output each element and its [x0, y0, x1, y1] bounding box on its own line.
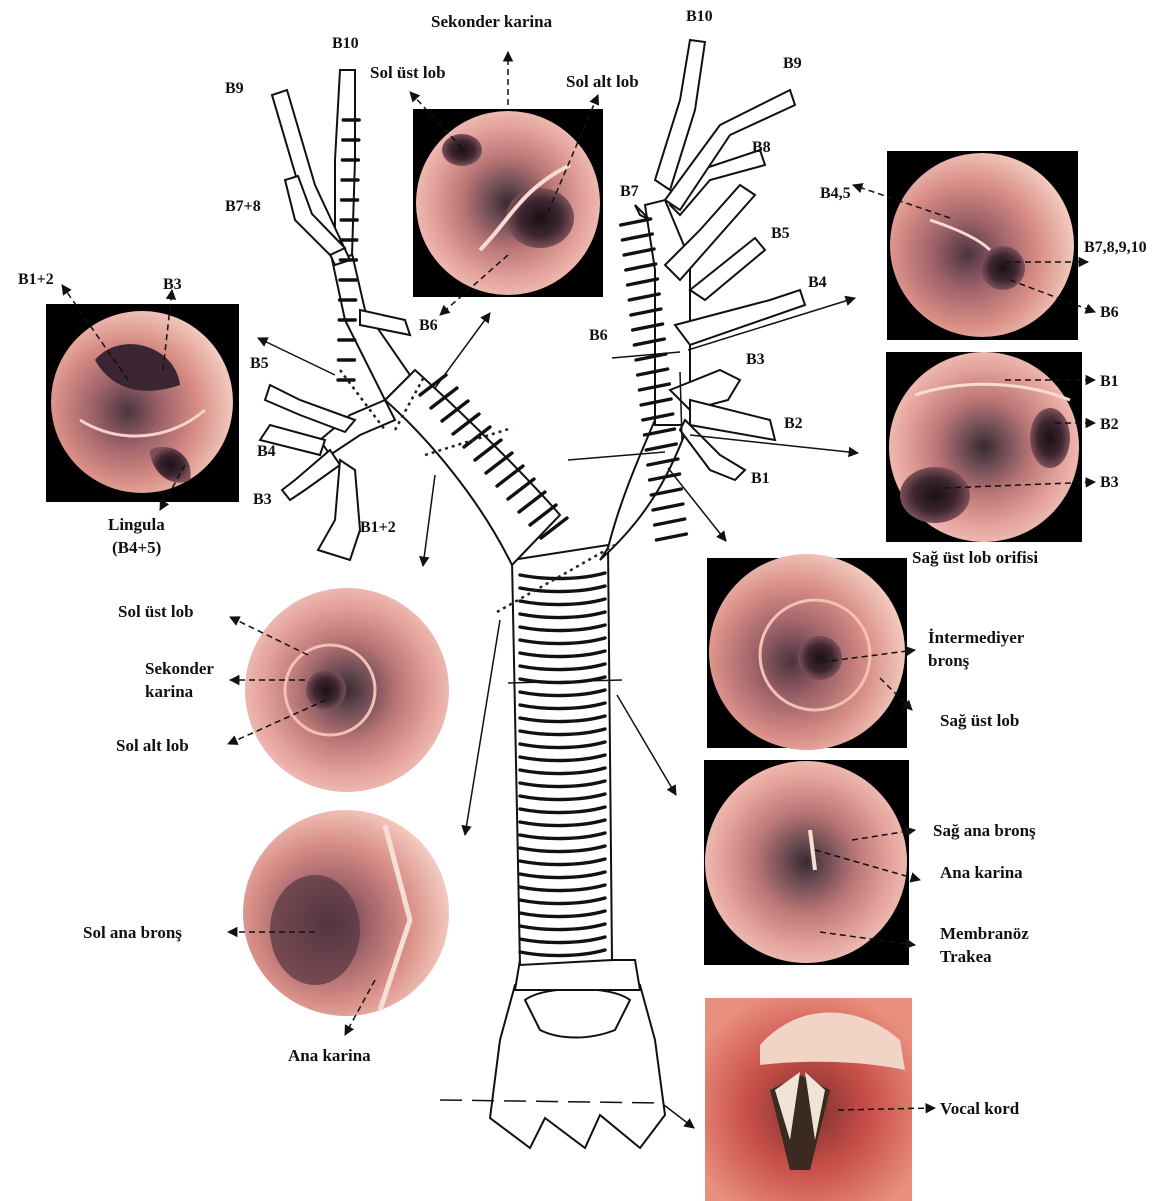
label-right-main-bronchus: Sağ ana bronş	[933, 821, 1036, 840]
label-left-lower-lobe-mid: Sol alt lob	[116, 736, 189, 755]
bronchial-ring	[626, 264, 656, 270]
label-b3-photo: B3	[163, 276, 182, 293]
bronchial-ring	[621, 219, 651, 225]
photo-main-carina-left	[243, 807, 449, 1020]
label-left-b1-2: B1+2	[360, 519, 396, 536]
label-left-upper-lobe-top: Sol üst lob	[370, 63, 446, 82]
label-right-b7: B7	[620, 183, 639, 200]
label-photo-b1: B1	[1100, 373, 1119, 390]
label-b4-5: B4,5	[820, 185, 851, 202]
label-right-b10: B10	[686, 8, 713, 25]
label-photo-b2: B2	[1100, 416, 1119, 433]
label-photo-b3: B3	[1100, 474, 1119, 491]
photo-secondary-carina	[413, 109, 603, 297]
label-right-b5: B5	[771, 225, 790, 242]
photo-left-main-distal	[245, 580, 449, 795]
bronchial-ring	[655, 519, 685, 525]
label-right-b8: B8	[752, 139, 771, 156]
label-left-b10: B10	[332, 35, 359, 52]
label-left-b6: B6	[419, 317, 438, 334]
label-intermediate-1: İntermediyer	[928, 628, 1025, 647]
label-left-b9: B9	[225, 80, 244, 97]
label-vocal-cord: Vocal kord	[940, 1099, 1020, 1118]
label-right-b6: B6	[589, 327, 608, 344]
photo-right-upper-lobe	[886, 352, 1082, 542]
label-lingula: Lingula	[108, 515, 165, 534]
bronchial-ring	[656, 534, 686, 540]
left-main-bronchus	[385, 370, 560, 565]
label-left-b5: B5	[250, 355, 269, 372]
label-main-carina-right: Ana karina	[940, 863, 1023, 882]
label-left-b4: B4	[257, 443, 276, 460]
label-left-lower-lobe-top: Sol alt lob	[566, 72, 639, 91]
bronchial-ring	[622, 234, 652, 240]
label-right-b3: B3	[746, 351, 765, 368]
label-right-upper-lobe-mid: Sağ üst lob	[940, 711, 1019, 730]
label-membranous-1: Membranöz	[940, 924, 1029, 943]
label-right-b4: B4	[808, 274, 827, 291]
label-left-b7-8: B7+8	[225, 198, 261, 215]
label-secondary-carina-mid-1: Sekonder	[145, 659, 214, 678]
label-left-upper-lobe-mid: Sol üst lob	[118, 602, 194, 621]
label-left-b3: B3	[253, 491, 272, 508]
label-right-b2: B2	[784, 415, 803, 432]
photo-lingula	[46, 304, 239, 502]
label-right-b1: B1	[751, 470, 770, 487]
label-right-b9: B9	[783, 55, 802, 72]
label-b1-2-photo: B1+2	[18, 271, 54, 288]
label-membranous-2: Trakea	[940, 947, 992, 966]
photo-vocal-cords	[705, 998, 912, 1201]
label-b7-10: B7,8,9,10	[1084, 239, 1147, 256]
label-lingula-sub: (B4+5)	[112, 538, 161, 557]
label-main-carina-left: Ana karina	[288, 1046, 371, 1065]
label-left-main-bronchus: Sol ana bronş	[83, 923, 182, 942]
photo-intermediate-bronchus	[707, 554, 907, 750]
label-right-photo-b6: B6	[1100, 304, 1119, 321]
label-secondary-carina-mid-2: karina	[145, 682, 194, 701]
label-intermediate-2: bronş	[928, 651, 970, 670]
bronchial-ring	[628, 279, 658, 285]
photo-right-lower-lobe	[887, 151, 1078, 340]
photo-main-carina-right	[704, 760, 909, 965]
bronchial-ring	[653, 504, 683, 510]
label-secondary-carina-top: Sekonder karina	[431, 12, 553, 31]
bronchial-ring	[624, 249, 654, 255]
label-right-upper-orifice: Sağ üst lob orifisi	[912, 548, 1038, 567]
